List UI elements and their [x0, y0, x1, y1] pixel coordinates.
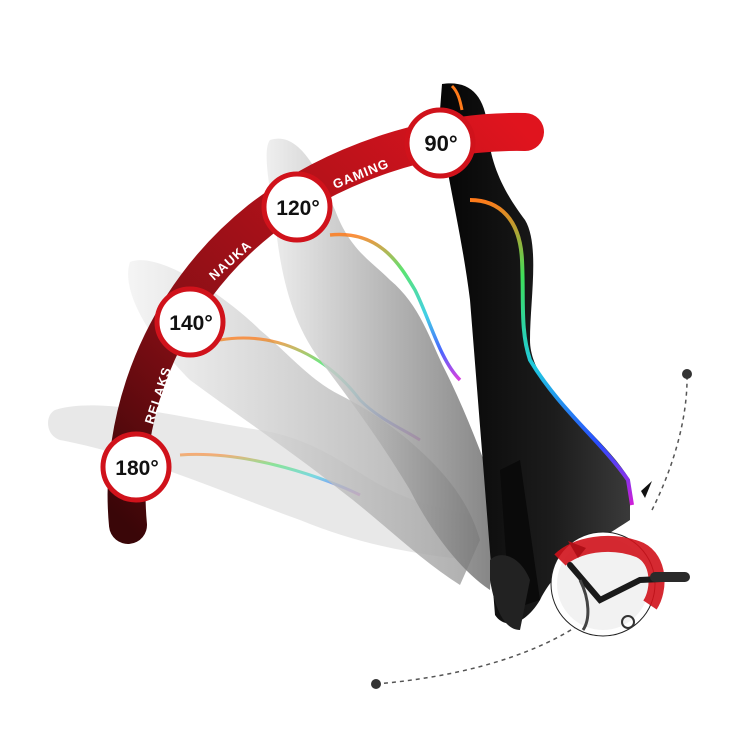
- angle-badge-90: 90°: [407, 110, 473, 176]
- angle-value-90: 90°: [424, 131, 457, 156]
- angle-value-180: 180°: [115, 457, 158, 480]
- angle-badge-180: 180°: [103, 434, 169, 500]
- angle-value-120: 120°: [276, 197, 319, 220]
- angle-badge-140: 140°: [157, 289, 223, 355]
- angle-value-140: 140°: [169, 312, 212, 335]
- recline-lever-icon: [551, 532, 690, 636]
- angle-badge-120: 120°: [264, 174, 330, 240]
